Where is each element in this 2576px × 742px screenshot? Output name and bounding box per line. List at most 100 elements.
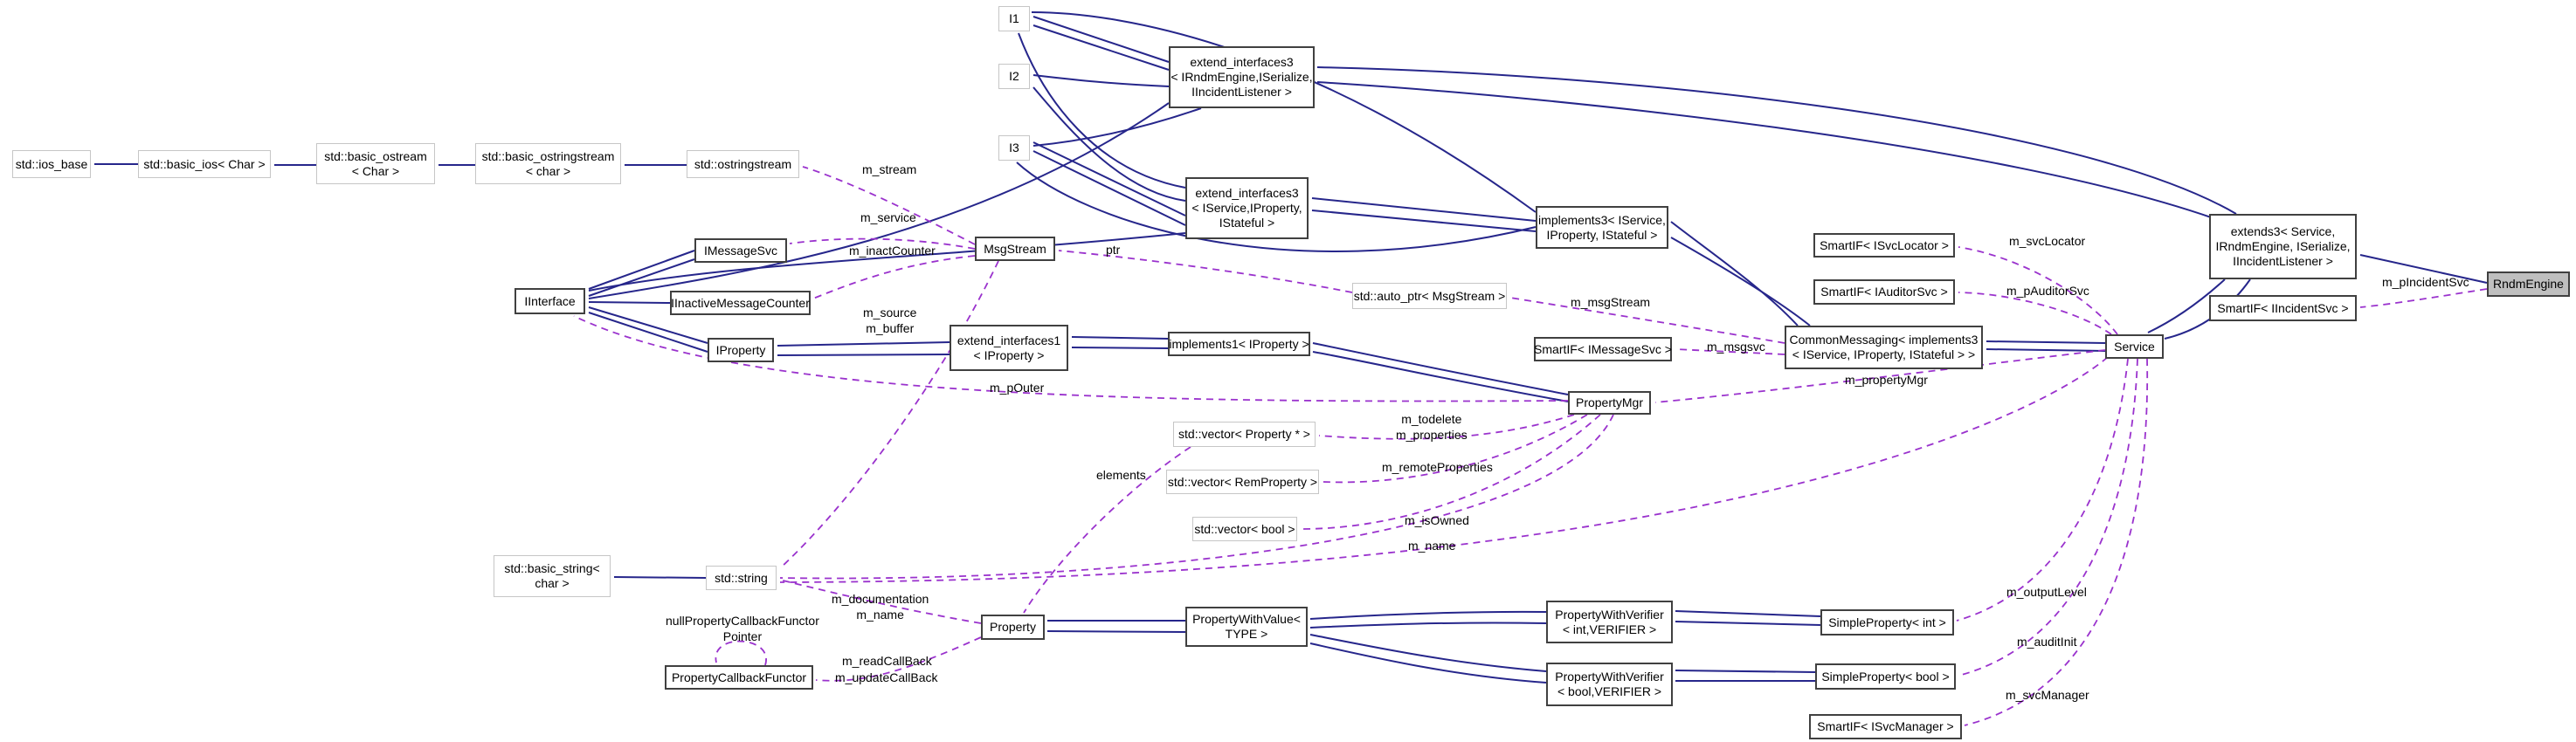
edge-label-line: m_propertyMgr — [1845, 373, 1928, 387]
node-label: extend_interfaces3 — [1190, 55, 1294, 70]
node-label: std::vector< bool > — [1194, 521, 1295, 536]
node-label: implements1< IProperty > — [1169, 336, 1309, 351]
node-iinactivemessagecounter[interactable]: IInactiveMessageCounter — [670, 291, 811, 315]
edge-label-line: m_source — [863, 306, 917, 319]
node-std-auto-ptr-msgstream[interactable]: std::auto_ptr< MsgStream > — [1352, 283, 1507, 309]
edge-label-line: m_service — [860, 210, 916, 224]
node-iproperty[interactable]: IProperty — [708, 338, 774, 362]
edge-inherit-imessagesvc-iinterface-a — [588, 250, 695, 290]
node-extend-interfaces3-rndm[interactable]: extend_interfaces3< IRndmEngine,ISeriali… — [1169, 46, 1315, 108]
node-extend-interfaces3-svc[interactable]: extend_interfaces3< IService,IProperty,I… — [1185, 177, 1309, 239]
node-commonmessaging[interactable]: CommonMessaging< implements3< IService, … — [1785, 326, 1983, 369]
node-label: < bool,VERIFIER > — [1557, 684, 1662, 698]
node-std-ostringstream[interactable]: std::ostringstream — [687, 150, 799, 178]
node-smartif-isvclocator[interactable]: SmartIF< ISvcLocator > — [1813, 233, 1955, 258]
node-rndmengine[interactable]: RndmEngine — [2487, 271, 2570, 297]
edge-usage-commonmessaging-smartifimsg — [1675, 348, 1785, 355]
edge-label-ptr: ptr — [1106, 243, 1120, 258]
node-property[interactable]: Property — [981, 615, 1045, 640]
node-label: IProperty, IStateful > — [1546, 227, 1658, 242]
node-propertywithverifier-int[interactable]: PropertyWithVerifier< int,VERIFIER > — [1546, 601, 1673, 643]
edge-label-line: m_pAuditorSvc — [2006, 284, 2089, 298]
node-std-vector-property[interactable]: std::vector< Property * > — [1173, 422, 1316, 447]
edge-inherit-imessagesvc-iinterface-b — [588, 258, 695, 297]
node-extends3[interactable]: extends3< Service,IRndmEngine, ISerializ… — [2209, 214, 2357, 279]
node-implements3[interactable]: implements3< IService,IProperty, IStatef… — [1536, 206, 1668, 249]
edge-inherit-propertymgr-implements1-a — [1312, 342, 1569, 395]
edge-inherit-pwvbool-pwvalue-b — [1309, 642, 1547, 684]
node-label: IInterface — [524, 293, 576, 308]
node-label: < char > — [525, 163, 571, 178]
node-std-ios-base[interactable]: std::ios_base — [12, 150, 91, 178]
node-i2[interactable]: I2 — [998, 64, 1030, 89]
edge-label-line: Pointer — [722, 629, 763, 643]
node-std-basic-ostringstream[interactable]: std::basic_ostringstream< char > — [475, 143, 621, 184]
node-label: < int,VERIFIER > — [1562, 622, 1657, 636]
node-std-vector-remproperty[interactable]: std::vector< RemProperty > — [1166, 470, 1319, 494]
edge-label-line: m_updateCallBack — [835, 670, 938, 684]
edge-label-m-pincidentsvc: m_pIncidentSvc — [2382, 275, 2469, 291]
edge-usage-pcf-selfloop — [715, 640, 767, 666]
edge-usage-rndmengine-smartifiincidentsvc — [2359, 288, 2488, 308]
node-service[interactable]: Service — [2105, 334, 2164, 359]
node-label: CommonMessaging< implements3 — [1789, 333, 1979, 347]
edge-label-m-propertymgr: m_propertyMgr — [1845, 373, 1928, 388]
node-iinterface[interactable]: IInterface — [515, 288, 585, 314]
node-extend-interfaces1[interactable]: extend_interfaces1< IProperty > — [950, 325, 1068, 371]
edge-inherit-curve-iinterface-b — [588, 102, 1170, 299]
node-simpleproperty-int[interactable]: SimpleProperty< int > — [1820, 609, 1954, 636]
node-std-basic-string[interactable]: std::basic_string<char > — [494, 555, 611, 597]
node-simpleproperty-bool[interactable]: SimpleProperty< bool > — [1815, 663, 1956, 690]
node-label: IStateful > — [1219, 215, 1275, 230]
edge-inherit-extif3rndm-i1-b — [1032, 24, 1170, 71]
node-std-basic-ios[interactable]: std::basic_ios< Char > — [138, 150, 271, 178]
edge-usage-property-pcf — [815, 636, 982, 682]
node-label: char > — [535, 576, 570, 590]
node-smartif-isvcmanager[interactable]: SmartIF< ISvcManager > — [1809, 714, 1962, 739]
node-label: TYPE > — [1225, 627, 1268, 641]
edge-label-line: m_todelete — [1401, 412, 1462, 426]
edge-label-line: m_readCallBack — [842, 654, 932, 668]
edge-label-m-name-propertymgr: m_name — [1408, 539, 1455, 554]
edge-label-line: m_svcManager — [2006, 688, 2089, 702]
node-smartif-imessagesvc[interactable]: SmartIF< IMessageSvc > — [1534, 337, 1672, 361]
node-propertycallbackfunctor[interactable]: PropertyCallbackFunctor — [665, 665, 813, 690]
node-i3[interactable]: I3 — [998, 135, 1030, 161]
node-i1[interactable]: I1 — [998, 6, 1030, 31]
node-label: IIncidentListener > — [2233, 253, 2333, 268]
edge-inherit-commonmessaging-implements3-b — [1670, 237, 1811, 326]
edge-inherit-spint-pwvint-a — [1675, 610, 1821, 617]
edge-usage-msgstream-imessagesvc — [789, 237, 976, 250]
node-msgstream[interactable]: MsgStream — [975, 237, 1055, 261]
node-label: SmartIF< IMessageSvc > — [1534, 341, 1672, 356]
node-std-vector-bool[interactable]: std::vector< bool > — [1192, 517, 1297, 541]
node-propertymgr[interactable]: PropertyMgr — [1568, 391, 1651, 415]
edge-inherit-implements1-extif1-a — [1071, 336, 1169, 340]
edge-usage-service-string — [779, 356, 2109, 583]
edge-inherit-rndmengine-extends3 — [2359, 254, 2488, 284]
edge-label-m-svclocator: m_svcLocator — [2009, 234, 2085, 250]
edge-label-line: m_remoteProperties — [1382, 460, 1493, 474]
node-implements1[interactable]: implements1< IProperty > — [1168, 332, 1310, 356]
node-smartif-iauditorsvc[interactable]: SmartIF< IAuditorSvc > — [1813, 279, 1955, 305]
edge-inherit-string-basicstring — [613, 576, 707, 579]
edge-inherit-iproperty-iinterface-a — [588, 306, 708, 344]
node-propertywithverifier-bool[interactable]: PropertyWithVerifier< bool,VERIFIER > — [1546, 663, 1673, 706]
node-label: std::vector< Property * > — [1178, 427, 1310, 442]
node-label: IProperty — [715, 342, 766, 357]
edge-label-m-stream: m_stream — [862, 162, 916, 178]
node-std-basic-ostream[interactable]: std::basic_ostream< Char > — [316, 143, 435, 184]
edge-inherit-iinactive-iinterface — [588, 301, 671, 304]
node-smartif-iincidentsvc[interactable]: SmartIF< IIncidentSvc > — [2209, 295, 2357, 321]
node-std-string[interactable]: std::string — [706, 566, 777, 590]
node-label: std::ostringstream — [694, 156, 792, 171]
node-label: std::auto_ptr< MsgStream > — [1353, 288, 1506, 303]
node-label: std::basic_ostringstream — [481, 148, 615, 163]
node-label: SmartIF< IIncidentSvc > — [2217, 300, 2349, 315]
node-propertywithvalue[interactable]: PropertyWithValue<TYPE > — [1185, 607, 1308, 647]
edge-label-line: ptr — [1106, 243, 1121, 257]
node-imessagesvc[interactable]: IMessageSvc — [694, 238, 787, 263]
